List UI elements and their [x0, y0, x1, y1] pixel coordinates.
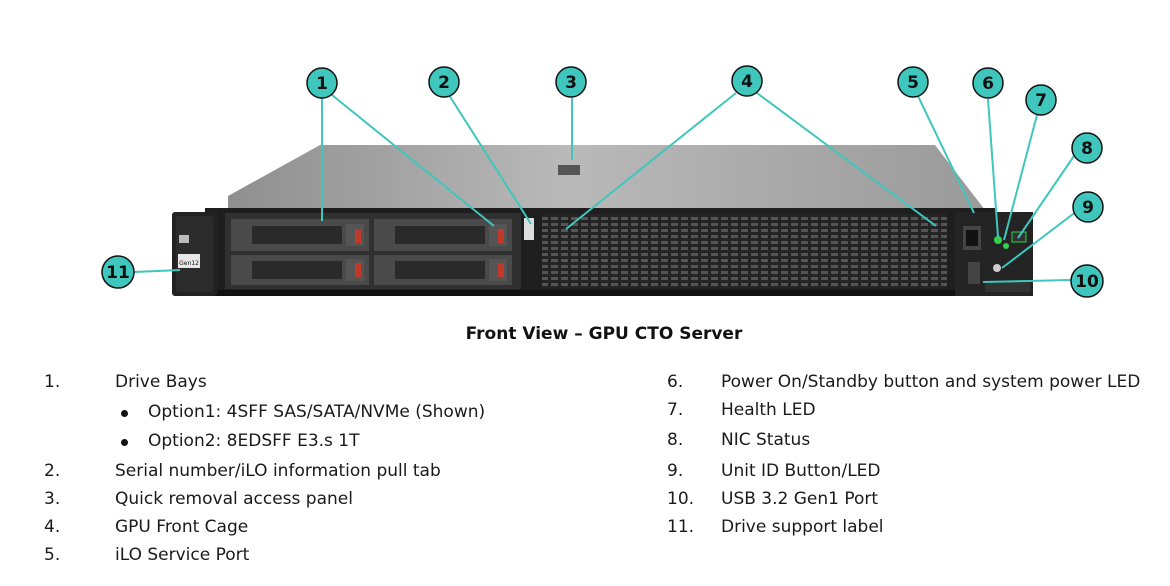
callout-5: 5 [897, 66, 929, 98]
usb-port [968, 262, 980, 284]
legend-number: 10. [667, 489, 695, 509]
svg-text:7: 7 [1035, 91, 1047, 111]
svg-text:11: 11 [106, 263, 130, 283]
svg-text:9: 9 [1082, 198, 1094, 218]
drive-support-tag: Gen12 [179, 260, 199, 267]
svg-text:5: 5 [907, 73, 919, 93]
bullet-text: Option2: 8EDSFF E3.s 1T [148, 431, 360, 451]
callout-9: 9 [1072, 191, 1104, 223]
svg-text:10: 10 [1075, 272, 1099, 292]
callout-6: 6 [972, 67, 1004, 99]
legend-text: iLO Service Port [115, 545, 250, 565]
callout-11: 11 [101, 255, 135, 289]
drive-bays [225, 213, 521, 289]
callouts: 1 2 3 4 5 6 7 8 [101, 65, 1104, 298]
legend-number: 11. [667, 517, 695, 537]
legend-number: 8. [667, 430, 684, 450]
legend-number: 3. [44, 489, 61, 509]
legend-number: 4. [44, 517, 61, 537]
legend-number: 5. [44, 545, 61, 565]
bullet-dot [121, 410, 128, 417]
leader-lines [133, 92, 1078, 283]
legend-text: USB 3.2 Gen1 Port [721, 489, 879, 509]
serial-pull-tab [524, 218, 534, 240]
health-led [1003, 243, 1009, 249]
svg-text:6: 6 [982, 74, 994, 94]
svg-text:8: 8 [1081, 139, 1093, 159]
left-rack-ear: Gen12 [172, 212, 217, 296]
drive-bay-4 [374, 255, 512, 285]
callout-4: 4 [731, 65, 763, 97]
svg-text:1: 1 [316, 74, 328, 94]
figure-caption: Front View – GPU CTO Server [465, 324, 743, 344]
bullet-dot [121, 439, 128, 446]
callout-2: 2 [428, 66, 460, 98]
legend-text: Unit ID Button/LED [721, 461, 881, 481]
chassis-top [228, 145, 985, 212]
svg-text:2: 2 [438, 73, 450, 93]
legend-number: 7. [667, 400, 684, 420]
legend-text: Power On/Standby button and system power… [721, 372, 1141, 392]
legend-number: 9. [667, 461, 684, 481]
callout-1: 1 [306, 67, 338, 99]
drive-bay-3 [231, 255, 369, 285]
legend-text: Quick removal access panel [115, 489, 353, 509]
svg-text:3: 3 [565, 73, 577, 93]
legend-text: Health LED [721, 400, 816, 420]
legend-number: 6. [667, 372, 684, 392]
callout-8: 8 [1071, 132, 1103, 164]
server-front-diagram: Gen12 [101, 65, 1104, 298]
svg-text:4: 4 [741, 72, 753, 92]
legend-text: GPU Front Cage [115, 517, 249, 537]
gpu-front-cage [542, 214, 947, 288]
drive-bay-2 [374, 219, 512, 251]
bullet-text: Option1: 4SFF SAS/SATA/NVMe (Shown) [148, 402, 486, 422]
legend-text: NIC Status [721, 430, 811, 450]
legend-left: 1. Drive Bays Option1: 4SFF SAS/SATA/NVM… [44, 372, 486, 565]
callout-3: 3 [555, 66, 587, 98]
legend-number: 1. [44, 372, 61, 392]
uid-button [993, 264, 1001, 272]
quick-removal-panel [558, 165, 580, 175]
legend-text: Drive support label [721, 517, 884, 537]
legend-text: Drive Bays [115, 372, 207, 392]
power-led [994, 236, 1002, 244]
callout-10: 10 [1070, 264, 1104, 298]
legend-text: Serial number/iLO information pull tab [115, 461, 441, 481]
drive-bay-1 [231, 219, 369, 251]
legend-number: 2. [44, 461, 61, 481]
callout-7: 7 [1025, 84, 1057, 116]
